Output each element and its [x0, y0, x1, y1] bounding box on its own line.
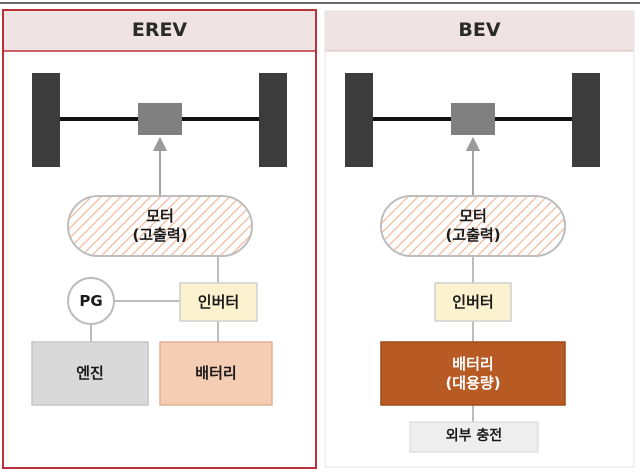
bev-inverter-label: 인버터: [452, 292, 494, 311]
erev-pg-label: PG: [79, 291, 103, 310]
erev-battery-box: [159, 341, 273, 406]
erev-engine-box: [31, 341, 149, 406]
erev-panel: [2, 9, 317, 469]
bev-panel: [324, 10, 635, 468]
bev-inverter-box: [434, 282, 512, 322]
erev-battery-label: 배터리: [195, 364, 237, 383]
erev-header-bg: [4, 11, 315, 51]
bev-left-wheel: [345, 73, 373, 167]
bev-battery-label: 배터리 (대용량): [445, 354, 501, 392]
bev-title: BEV: [458, 19, 501, 42]
erev-inverter-box: [179, 282, 258, 322]
bev-gearbox: [451, 103, 495, 135]
bev-battery-box: [380, 341, 566, 406]
bev-charge-box: [409, 421, 539, 453]
bev-motor-label: 모터 (고출력): [445, 207, 501, 244]
bev-right-wheel: [572, 73, 600, 167]
erev-left-wheel: [32, 73, 60, 167]
erev-pg-circle: [67, 277, 115, 325]
bev-header-bg: [325, 11, 634, 51]
bev-frame: [324, 10, 635, 468]
erev-inverter-label: 인버터: [197, 292, 240, 311]
bev-charge-label: 외부 충전: [445, 428, 503, 445]
erev-motor-label: 모터 (고출력): [132, 207, 188, 244]
erev-title: EREV: [131, 19, 188, 42]
erev-motor-box: [67, 195, 253, 257]
erev-right-wheel: [259, 73, 287, 167]
erev-engine-label: 엔진: [76, 364, 104, 383]
erev-gearbox: [138, 103, 182, 135]
